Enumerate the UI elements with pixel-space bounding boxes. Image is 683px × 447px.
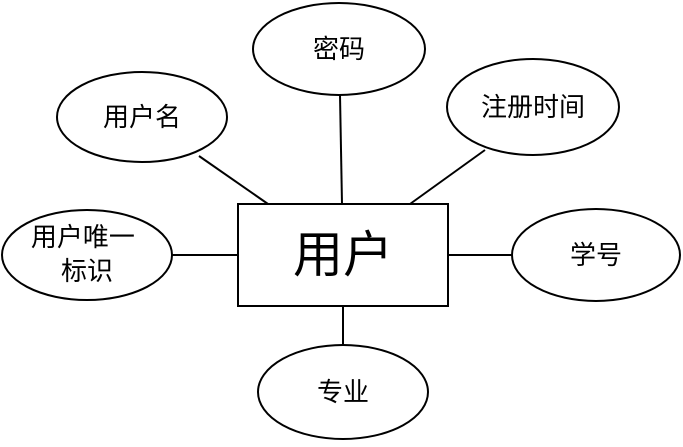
- attribute-student-id: 学号: [511, 208, 681, 302]
- attribute-username: 用户名: [56, 71, 228, 163]
- attribute-unique-id-label: 用户唯一 标识: [31, 223, 143, 287]
- attribute-student-id-ellipse: [511, 208, 681, 302]
- attribute-unique-id-ellipse: [1, 209, 173, 301]
- attribute-password-label: 密码: [313, 35, 365, 65]
- attribute-username-ellipse: [56, 71, 228, 163]
- attribute-username-label: 用户名: [103, 103, 181, 133]
- entity-user-label: 用户: [293, 226, 393, 284]
- attribute-register-time: 注册时间: [446, 58, 620, 156]
- attribute-password: 密码: [252, 2, 426, 96]
- attribute-major: 专业: [257, 344, 429, 440]
- attribute-major-label: 专业: [317, 378, 369, 408]
- link-register-time: [409, 149, 486, 205]
- entity-user-box: [237, 203, 449, 307]
- attribute-register-time-label: 注册时间: [481, 93, 585, 123]
- link-username: [198, 155, 269, 205]
- attribute-major-ellipse: [257, 344, 429, 440]
- attribute-unique-id-label-line-1: 用户唯一: [31, 223, 135, 253]
- attribute-student-id-label: 学号: [570, 241, 622, 271]
- attribute-unique-id: 用户唯一 标识: [1, 209, 173, 301]
- attribute-register-time-ellipse: [446, 58, 620, 156]
- entity-user: 用户: [237, 203, 449, 307]
- attribute-password-ellipse: [252, 2, 426, 96]
- link-password: [339, 94, 343, 205]
- attribute-unique-id-label-line-2: 标识: [61, 257, 113, 287]
